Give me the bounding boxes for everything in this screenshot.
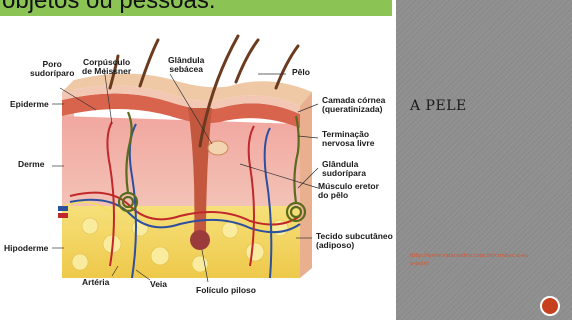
label-arteria: Artéria bbox=[82, 278, 109, 287]
label-foliculo-piloso: Folículo piloso bbox=[196, 286, 256, 295]
label-pelo: Pêlo bbox=[292, 68, 310, 77]
label-hipoderme: Hipoderme bbox=[4, 244, 48, 253]
label-veia: Veia bbox=[150, 280, 167, 289]
title-banner: objetos ou pessoas. bbox=[0, 0, 392, 16]
slide-title: A PELE bbox=[410, 98, 467, 114]
label-epiderme: Epiderme bbox=[10, 100, 49, 109]
banner-text: objetos ou pessoas. bbox=[2, 0, 215, 15]
source-link[interactable]: http://www.vidacentro.com.br/conhec a-su… bbox=[410, 252, 530, 268]
side-panel: A PELE http://www.vidacentro.com.br/conh… bbox=[396, 0, 572, 320]
label-camada-cornea: Camada córnea(queratinizada) bbox=[322, 96, 385, 114]
label-derme: Derme bbox=[18, 160, 44, 169]
label-tecido-subcutaneo: Tecido subcutâneo(adiposo) bbox=[316, 232, 393, 250]
next-slide-button[interactable] bbox=[540, 296, 560, 316]
